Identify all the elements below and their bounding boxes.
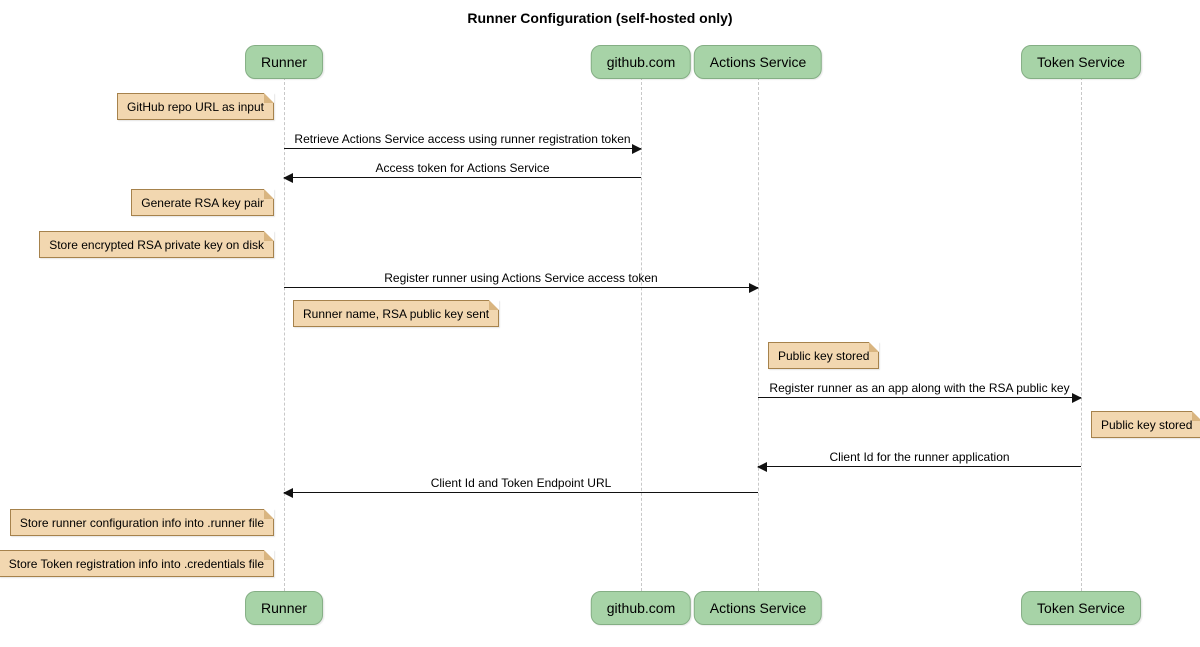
lifeline-github: [641, 77, 642, 591]
arrowhead-right-icon: [1072, 393, 1082, 403]
message-register-runner: Register runner using Actions Service ac…: [284, 269, 759, 293]
message-label: Client Id and Token Endpoint URL: [430, 476, 612, 490]
note-store-encrypted-rsa-key: Store encrypted RSA private key on disk: [39, 231, 274, 258]
message-label: Register runner as an app along with the…: [769, 381, 1070, 395]
lifeline-runner: [284, 77, 285, 591]
arrowhead-right-icon: [749, 283, 759, 293]
message-access-token-for-actions: Access token for Actions Service: [283, 159, 641, 183]
note-public-key-stored-token: Public key stored: [1091, 411, 1200, 438]
message-label: Retrieve Actions Service access using ru…: [294, 132, 631, 146]
participant-token-service-bottom: Token Service: [1021, 591, 1141, 625]
participant-runner-top: Runner: [245, 45, 323, 79]
arrowhead-left-icon: [757, 462, 767, 472]
message-retrieve-actions-access: Retrieve Actions Service access using ru…: [284, 130, 642, 154]
arrowhead-right-icon: [632, 144, 642, 154]
participant-actions-service-bottom: Actions Service: [693, 591, 823, 625]
lifeline-actions-service: [758, 77, 759, 591]
message-label: Client Id for the runner application: [829, 450, 1010, 464]
message-client-id-for-runner-app: Client Id for the runner application: [757, 448, 1081, 472]
participant-token-service-top: Token Service: [1021, 45, 1141, 79]
participant-runner-bottom: Runner: [245, 591, 323, 625]
message-register-runner-as-app: Register runner as an app along with the…: [758, 379, 1082, 403]
participant-github-top: github.com: [590, 45, 692, 79]
arrowhead-left-icon: [283, 173, 293, 183]
note-generate-rsa-key-pair: Generate RSA key pair: [131, 189, 274, 216]
note-store-runner-config: Store runner configuration info into .ru…: [9, 509, 275, 536]
message-label: Register runner using Actions Service ac…: [384, 271, 658, 285]
participant-actions-service-top: Actions Service: [693, 45, 823, 79]
arrowhead-left-icon: [283, 488, 293, 498]
lifeline-token-service: [1081, 77, 1082, 591]
participant-github-bottom: github.com: [590, 591, 692, 625]
message-client-id-and-token-endpoint: Client Id and Token Endpoint URL: [283, 474, 758, 498]
note-github-repo-url-input: GitHub repo URL as input: [117, 93, 274, 120]
note-public-key-stored-actions: Public key stored: [768, 342, 880, 369]
message-label: Access token for Actions Service: [375, 161, 550, 175]
note-runner-name-public-key-sent: Runner name, RSA public key sent: [293, 300, 500, 327]
note-store-token-registration: Store Token registration info into .cred…: [0, 550, 275, 577]
diagram-title: Runner Configuration (self-hosted only): [467, 10, 733, 26]
